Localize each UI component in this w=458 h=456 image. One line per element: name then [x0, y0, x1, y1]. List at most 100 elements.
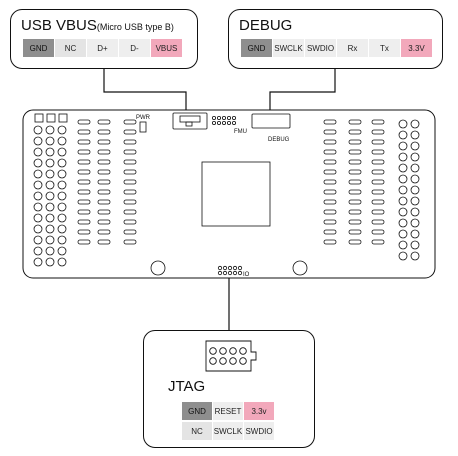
pad-pill	[123, 159, 137, 165]
pad-pill	[348, 119, 362, 125]
pad-pill	[97, 149, 111, 155]
pad-pill	[348, 129, 362, 135]
pad-pill	[323, 179, 337, 185]
header-hole	[410, 196, 420, 206]
fmu-pin	[221, 121, 226, 126]
pwr-led	[139, 121, 147, 133]
pad-pill	[323, 139, 337, 145]
fmu-pin	[216, 121, 221, 126]
header-hole	[33, 213, 43, 223]
pad-square	[58, 113, 68, 123]
header-hole	[45, 202, 55, 212]
pad-pill	[371, 129, 385, 135]
header-hole	[57, 180, 67, 190]
pad-pill	[77, 199, 91, 205]
pad-pill	[123, 129, 137, 135]
usb-pin-nc: NC	[55, 39, 87, 57]
debug-pin-rx: Rx	[337, 39, 369, 57]
pad-pill	[371, 179, 385, 185]
pad-pill	[77, 239, 91, 245]
header-hole	[45, 224, 55, 234]
pad-pill	[323, 119, 337, 125]
jtag-connector-icon	[205, 340, 257, 372]
pad-pill	[77, 179, 91, 185]
header-hole	[398, 141, 408, 151]
pad-pill	[323, 229, 337, 235]
pad-pill	[123, 179, 137, 185]
pad-pill	[97, 239, 111, 245]
header-hole	[33, 246, 43, 256]
jtag-hole	[219, 357, 227, 365]
header-hole	[33, 125, 43, 135]
pad-pill	[323, 239, 337, 245]
pad-pill	[348, 219, 362, 225]
header-hole	[398, 163, 408, 173]
pad-pill	[323, 159, 337, 165]
pad-pill	[77, 149, 91, 155]
header-hole	[45, 180, 55, 190]
header-hole	[45, 246, 55, 256]
pad-pill	[371, 239, 385, 245]
pad-pill	[371, 199, 385, 205]
jtag-pin-33v: 3.3v	[244, 402, 275, 420]
jtag-hole	[219, 347, 227, 355]
pad-pill	[77, 209, 91, 215]
fmu-pin	[216, 116, 221, 121]
micro-usb-tab	[185, 121, 193, 127]
pad-pill	[323, 169, 337, 175]
header-hole	[45, 213, 55, 223]
header-hole	[57, 257, 67, 267]
header-hole	[45, 169, 55, 179]
pad-pill	[371, 209, 385, 215]
usb-title-text: USB VBUS	[21, 17, 97, 34]
header-hole	[398, 229, 408, 239]
debug-port-connector	[251, 113, 291, 129]
pad-pill	[97, 159, 111, 165]
pad-pill	[77, 139, 91, 145]
fmu-pin	[231, 121, 236, 126]
pad-pill	[123, 239, 137, 245]
header-hole	[57, 213, 67, 223]
io-pin	[217, 270, 223, 276]
header-hole	[33, 158, 43, 168]
header-hole	[57, 191, 67, 201]
io-pin	[217, 265, 223, 271]
pad-pill	[348, 189, 362, 195]
mounting-hole	[292, 260, 308, 276]
pad-pill	[123, 199, 137, 205]
header-hole	[398, 196, 408, 206]
header-hole	[33, 235, 43, 245]
pad-pill	[371, 119, 385, 125]
header-hole	[410, 229, 420, 239]
fmu-pin	[226, 121, 231, 126]
debug-port-label: DEBUG	[268, 137, 290, 143]
header-hole	[398, 119, 408, 129]
header-hole	[33, 169, 43, 179]
pad-pill	[77, 219, 91, 225]
usb-pin-d: D+	[87, 39, 119, 57]
pad-pill	[371, 149, 385, 155]
pad-pill	[348, 179, 362, 185]
pad-pill	[77, 229, 91, 235]
pad-pill	[77, 159, 91, 165]
fmu-label: FMU	[234, 129, 247, 135]
header-hole	[45, 136, 55, 146]
header-hole	[410, 185, 420, 195]
fmu-pin	[211, 116, 216, 121]
fmu-pin	[231, 116, 236, 121]
micro-usb-connector	[172, 112, 208, 130]
header-hole	[398, 240, 408, 250]
jtag-hole	[229, 347, 237, 355]
pad-pill	[348, 239, 362, 245]
pad-pill	[348, 199, 362, 205]
pad-pill	[97, 119, 111, 125]
pad-pill	[348, 159, 362, 165]
jtag-pin-swclk: SWCLK	[213, 422, 244, 440]
usb-pin-d: D-	[119, 39, 151, 57]
debug-pin-swdio: SWDIO	[305, 39, 337, 57]
